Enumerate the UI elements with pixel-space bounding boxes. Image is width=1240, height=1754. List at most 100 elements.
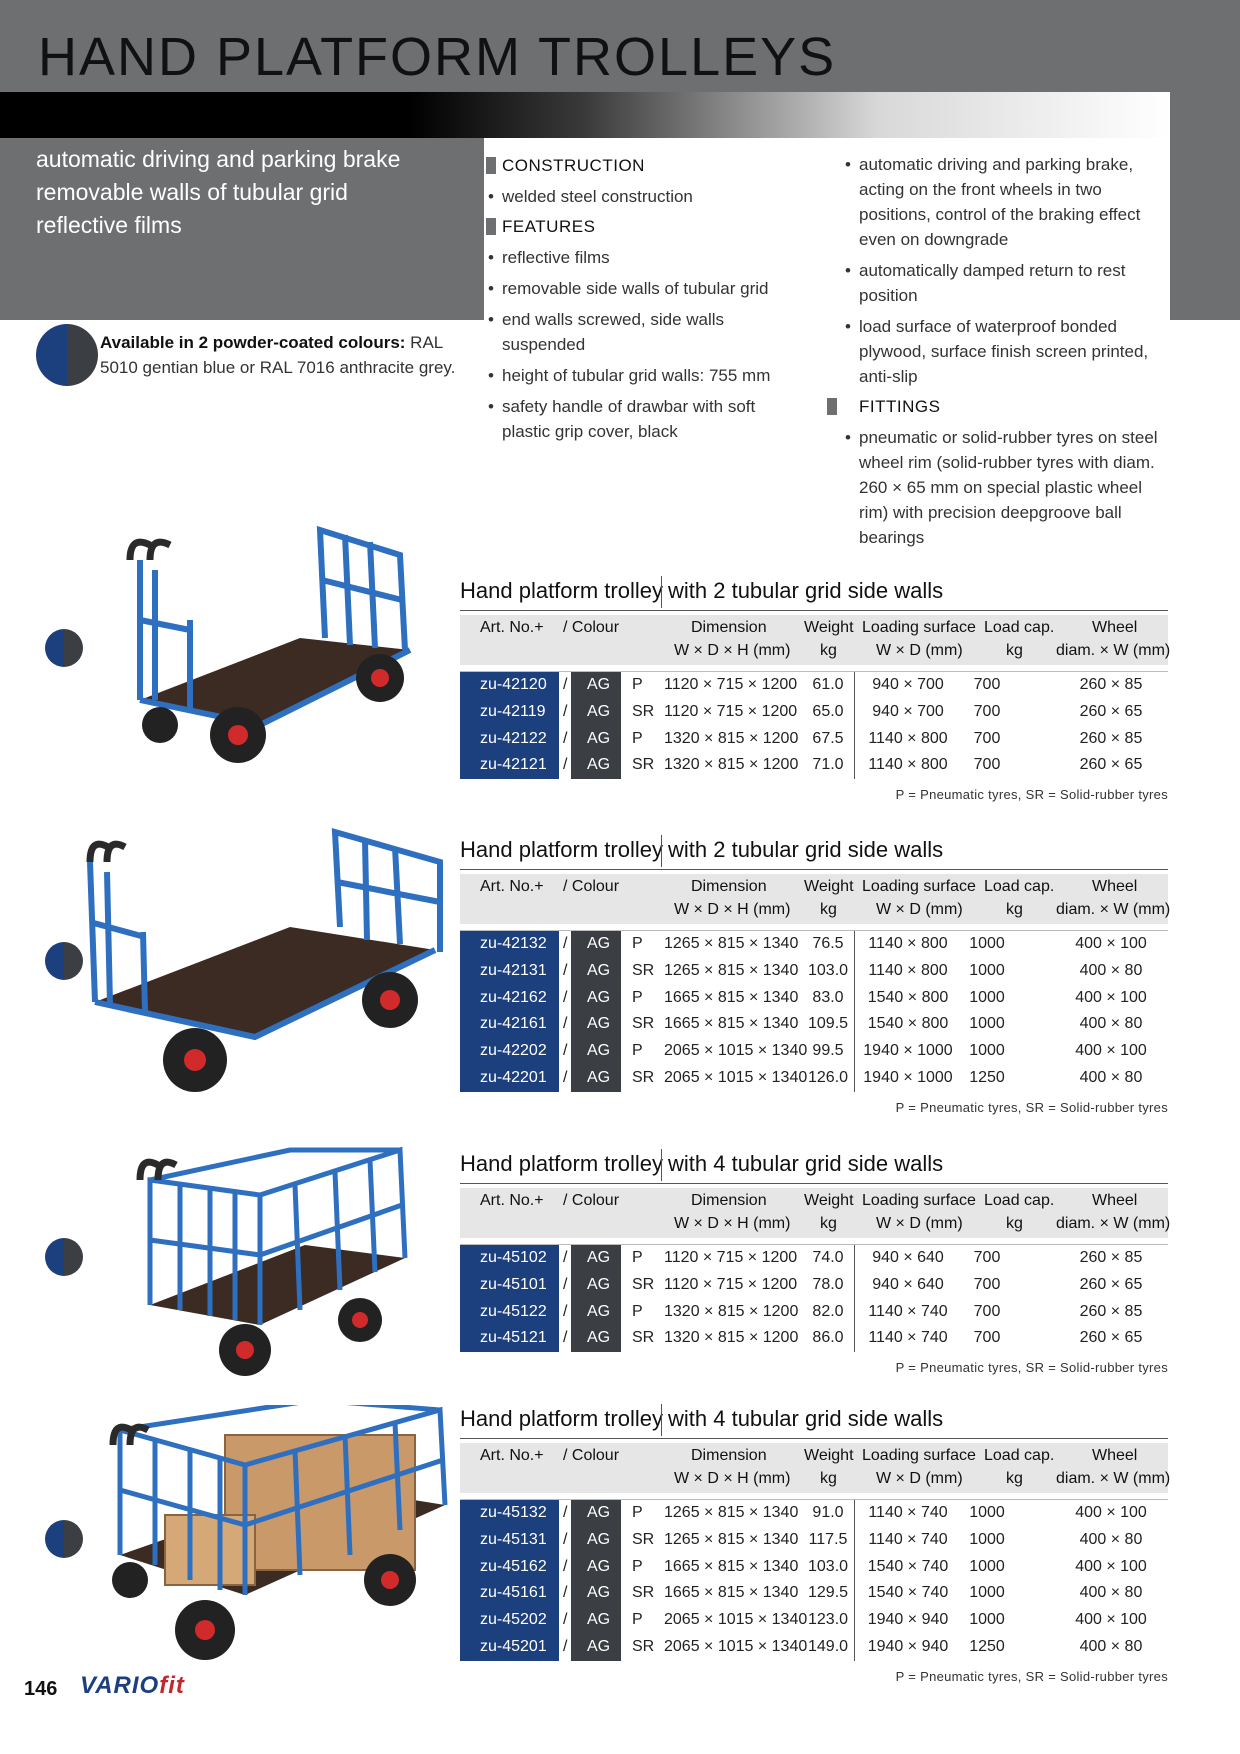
tyre-type: P (632, 1611, 643, 1629)
intro-box: automatic driving and parking brake remo… (0, 138, 484, 320)
colour-cell: AG (571, 1271, 621, 1299)
wheel-cell: 260 × 85 (1079, 1249, 1143, 1266)
slash-cell: / (563, 1329, 568, 1347)
wheel-cell: 400 × 80 (1079, 1068, 1143, 1086)
col-wheel-sub: diam. × W (mm) (1056, 901, 1171, 918)
spec-item: automatically damped return to rest posi… (843, 258, 1163, 308)
art-cell: zu-42119 (460, 698, 559, 726)
tyre-type: P (632, 1557, 643, 1575)
trolley-4-walls-large-image (109, 1405, 448, 1660)
tyre-type: P (632, 988, 643, 1006)
art-cell: zu-45102 (460, 1245, 559, 1272)
wheel-cell: 260 × 85 (1079, 676, 1143, 693)
colour-cell: AG (571, 984, 621, 1012)
art-number: zu-45161 (480, 1584, 547, 1602)
weight-cell: 61.0 (812, 676, 844, 693)
art-cell: zu-42162 (460, 984, 559, 1012)
loading-surface-cell: 1140 × 740 (868, 1530, 948, 1548)
dimension-cell: 1320 × 815 × 1200 (664, 729, 799, 747)
weight-cell: 109.5 (808, 1015, 849, 1033)
colour-cell: AG (571, 1500, 621, 1527)
art-number: zu-42131 (480, 961, 547, 979)
fittings-heading: FITTINGS (827, 395, 1163, 419)
weight-cell: 67.5 (812, 729, 844, 747)
spec-item: load surface of waterproof bonded plywoo… (843, 314, 1163, 389)
colour-cell: AG (571, 698, 621, 726)
dimension-cell: 1665 × 815 × 1340 (664, 1015, 799, 1033)
weight-cell: 82.0 (812, 1302, 844, 1320)
art-number: zu-42162 (480, 988, 547, 1006)
art-cell: zu-45101 (460, 1271, 559, 1299)
colour-code: AG (587, 1042, 611, 1060)
load-capacity-cell: 1000 (969, 1042, 1005, 1060)
dimension-cell: 1665 × 815 × 1340 (664, 988, 799, 1006)
slash-cell: / (563, 1249, 568, 1266)
weight-cell: 123.0 (808, 1611, 849, 1629)
weight-cell: 78.0 (812, 1275, 844, 1293)
slash-cell: / (563, 1584, 568, 1602)
load-capacity-cell: 1000 (969, 935, 1005, 952)
tyre-note: P = Pneumatic tyres, SR = Solid-rubber t… (895, 1099, 1168, 1115)
loading-surface-cell: 1940 × 1000 (863, 1042, 953, 1060)
art-number: zu-45131 (480, 1530, 547, 1548)
load-capacity-cell: 1000 (969, 961, 1005, 979)
loading-surface-cell: 1540 × 740 (867, 1557, 949, 1575)
slash-cell: / (563, 1275, 568, 1293)
load-capacity-cell: 700 (973, 1329, 1001, 1347)
tyre-type: SR (632, 961, 655, 979)
art-number: zu-45101 (480, 1275, 547, 1293)
col-art: Art. No.+ (480, 1192, 544, 1209)
col-loadcap: Load cap. (984, 619, 1055, 636)
tyre-type: P (632, 1042, 643, 1060)
spec-item: reflective films (486, 245, 796, 270)
tyre-note: P = Pneumatic tyres, SR = Solid-rubber t… (895, 787, 1168, 803)
col-wheel-sub: diam. × W (mm) (1056, 642, 1171, 659)
col-weight: Weight (804, 878, 854, 895)
colour-cell: AG (571, 931, 621, 958)
tyre-type: SR (632, 1584, 655, 1602)
col-loading: Loading surface (862, 878, 976, 895)
art-cell: zu-45162 (460, 1553, 559, 1581)
loading-surface-cell: 1540 × 800 (867, 988, 949, 1006)
col-dimension-sub: W × D × H (mm) (674, 1470, 791, 1487)
col-dimension: Dimension (691, 1192, 767, 1209)
weight-cell: 86.0 (812, 1329, 844, 1347)
spec-item: height of tubular grid walls: 755 mm (486, 363, 796, 388)
load-capacity-cell: 1250 (969, 1068, 1005, 1086)
tyre-type: SR (632, 1329, 655, 1347)
slash-cell: / (563, 1302, 568, 1320)
colour-cell: AG (571, 672, 621, 699)
dimension-cell: 1265 × 815 × 1340 (664, 961, 799, 979)
slash-cell: / (563, 1015, 568, 1033)
colour-code: AG (587, 1015, 611, 1033)
colour-code: AG (587, 729, 611, 747)
slash-cell: / (563, 988, 568, 1006)
load-capacity-cell: 1000 (969, 1530, 1005, 1548)
col-loadcap-sub: kg (1006, 1470, 1023, 1487)
wheel-cell: 400 × 80 (1079, 961, 1143, 979)
colour-code: AG (587, 1557, 611, 1575)
col-wheel: Wheel (1092, 1447, 1138, 1464)
weight-cell: 129.5 (808, 1584, 849, 1602)
wheel-cell: 400 × 100 (1075, 935, 1147, 952)
dimension-cell: 1665 × 815 × 1340 (664, 1584, 799, 1602)
weight-cell: 149.0 (808, 1637, 849, 1655)
logo-text: VARIO (80, 1672, 160, 1699)
weight-cell: 74.0 (812, 1249, 844, 1266)
col-dimension-sub: W × D × H (mm) (674, 642, 791, 659)
load-capacity-cell: 700 (973, 1275, 1001, 1293)
art-number: zu-45132 (480, 1504, 547, 1521)
tyre-type: SR (632, 1275, 655, 1293)
wheel-cell: 400 × 100 (1075, 1557, 1147, 1575)
tyre-note: P = Pneumatic tyres, SR = Solid-rubber t… (895, 1360, 1168, 1376)
